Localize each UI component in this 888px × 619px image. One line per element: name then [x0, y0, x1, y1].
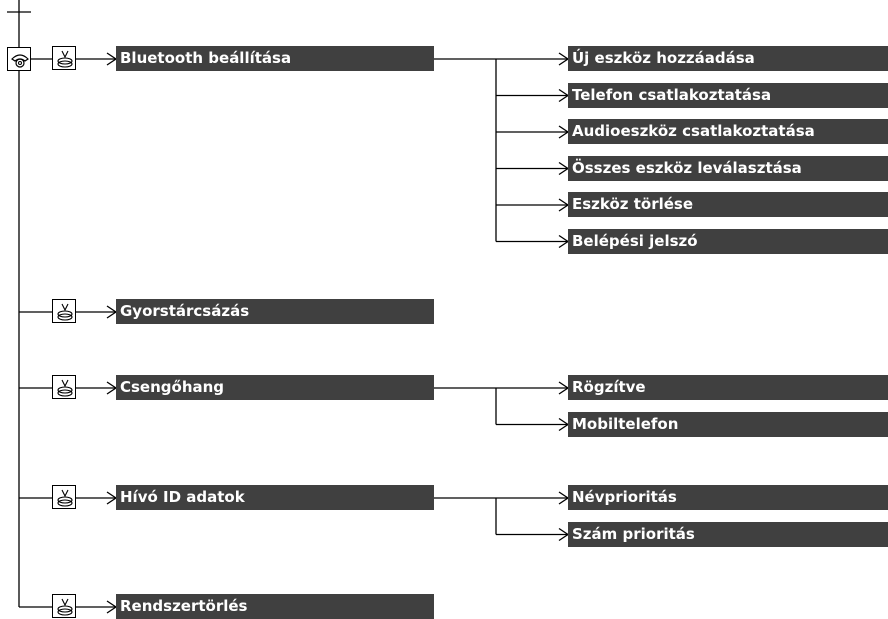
submenu-item-0-3[interactable]: Összes eszköz leválasztása	[568, 155, 888, 181]
select-knob-icon	[57, 379, 73, 397]
select-knob-icon	[57, 50, 73, 68]
submenu-item-0-2[interactable]: Audioeszköz csatlakoztatása	[568, 119, 888, 144]
menu-item-4[interactable]: Rendszertörlés	[116, 594, 434, 619]
submenu-item-0-0[interactable]: Új eszköz hozzáadása	[568, 46, 888, 71]
submenu-item-0-5[interactable]: Belépési jelszó	[568, 228, 888, 254]
submenu-item-2-0[interactable]: Rögzítve	[568, 375, 888, 400]
menu-item-0[interactable]: Bluetooth beállítása	[116, 46, 434, 71]
phone-icon	[11, 54, 29, 68]
menu-item-2[interactable]: Csengőhang	[116, 375, 434, 400]
select-knob-icon-box	[52, 594, 76, 618]
select-knob-icon	[57, 303, 73, 321]
select-knob-icon-box	[52, 299, 76, 323]
select-knob-icon-box	[52, 46, 76, 70]
select-knob-icon-box	[52, 485, 76, 509]
menu-item-1[interactable]: Gyorstárcsázás	[116, 299, 434, 324]
select-knob-icon-box	[52, 375, 76, 399]
menu-item-3[interactable]: Hívó ID adatok	[116, 485, 434, 510]
submenu-item-2-1[interactable]: Mobiltelefon	[568, 411, 888, 437]
submenu-item-0-1[interactable]: Telefon csatlakoztatása	[568, 82, 888, 108]
submenu-item-3-1[interactable]: Szám prioritás	[568, 521, 888, 547]
phone-icon-box	[7, 47, 31, 71]
select-knob-icon	[57, 598, 73, 616]
select-knob-icon	[57, 489, 73, 507]
submenu-item-0-4[interactable]: Eszköz törlése	[568, 192, 888, 217]
submenu-item-3-0[interactable]: Névprioritás	[568, 485, 888, 510]
